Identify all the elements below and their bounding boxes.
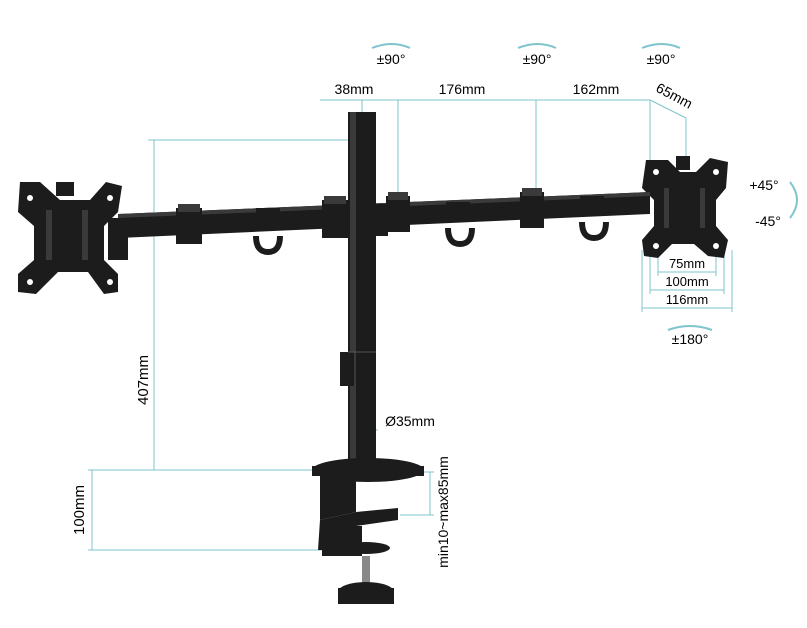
dimension-label-vesa-75: 75mm <box>669 256 705 271</box>
dimension-label-arm-offset: 38mm <box>335 81 374 97</box>
dimension-lines <box>88 99 733 551</box>
dimension-label-arm-segment-1: 176mm <box>439 81 486 97</box>
rotation-label-joint-2: ±90° <box>523 51 552 67</box>
rotation-label-rotate: ±180° <box>672 331 709 347</box>
rotation-label-joint-1: ±90° <box>377 51 406 67</box>
dimension-label-vesa-100: 100mm <box>665 274 708 289</box>
mount-hardware <box>18 112 728 604</box>
dimension-label-pole-diameter: Ø35mm <box>385 413 435 429</box>
rotation-label-joint-3: ±90° <box>647 51 676 67</box>
pole <box>340 112 376 470</box>
desk-clamp <box>312 458 424 604</box>
rotation-label-tilt-up: +45° <box>749 177 778 193</box>
dimension-label-head-depth: 65mm <box>653 79 695 111</box>
rotation-label-tilt-down: -45° <box>755 213 781 229</box>
right-vesa-plate <box>642 156 728 258</box>
arm <box>118 188 650 256</box>
left-vesa-plate <box>18 182 128 294</box>
dimension-label-pole-height: 407mm <box>135 355 152 405</box>
dimension-label-clamp-range: min10~max85mm <box>435 456 451 568</box>
rotation-arrows <box>371 43 798 331</box>
labels: ±90° ±90° ±90° 38mm 176mm 162mm 65mm 407… <box>71 51 781 568</box>
dimension-label-arm-segment-2: 162mm <box>573 81 620 97</box>
dimension-label-clamp-height: 100mm <box>71 485 88 535</box>
dimension-label-plate-width: 116mm <box>666 292 708 307</box>
